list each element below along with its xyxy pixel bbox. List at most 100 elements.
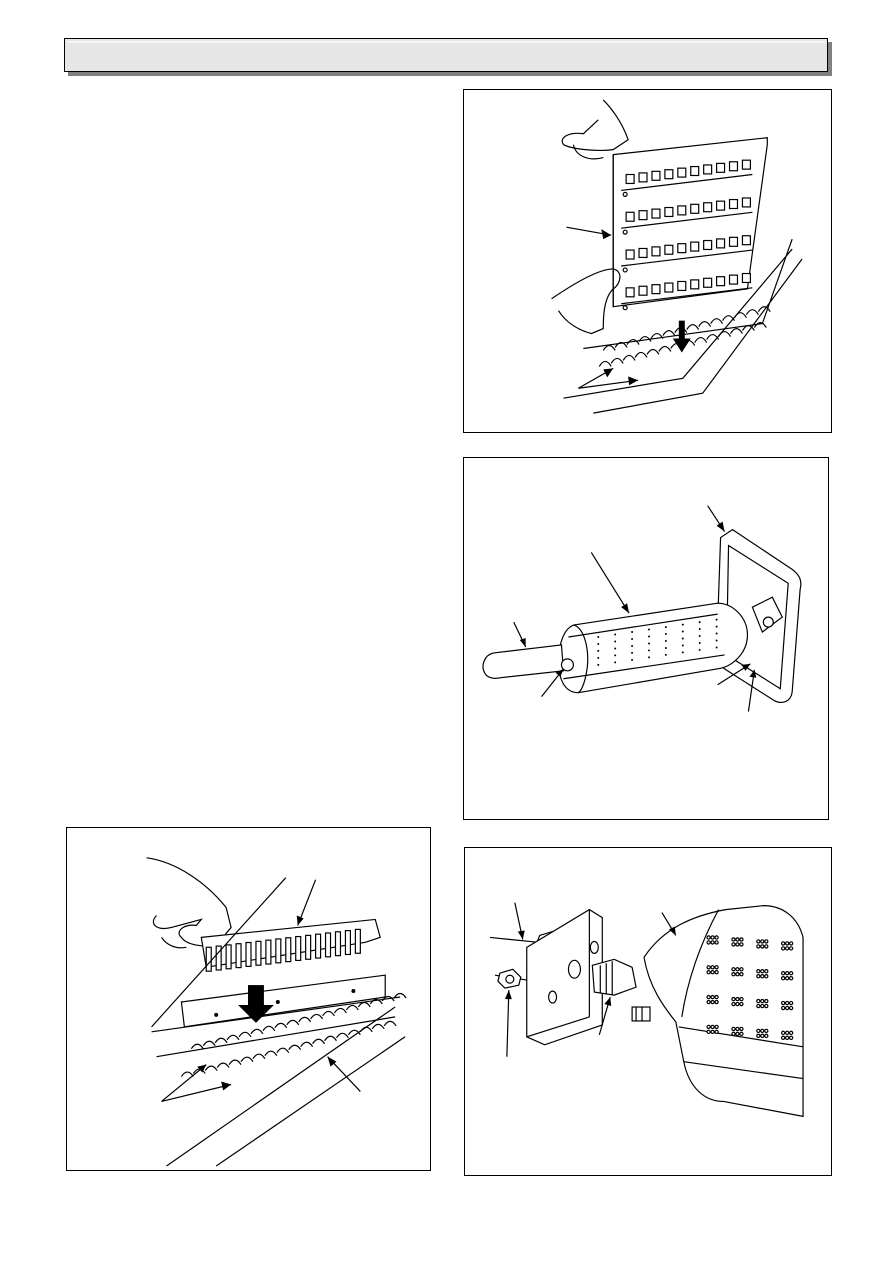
burner-rib [638, 335, 652, 342]
burner-perforation [784, 1035, 790, 1041]
burner-perforation [698, 621, 701, 624]
burner-perforation [739, 1026, 744, 1032]
burner-perforation [597, 656, 600, 659]
burner-perforation [764, 998, 769, 1004]
panel-slot [625, 287, 635, 298]
burner-perforation [760, 1003, 765, 1009]
burner-perforation [784, 941, 790, 946]
burner-perforation [756, 944, 761, 949]
panel-slot [651, 170, 661, 181]
burner-perforation [735, 967, 740, 972]
burner-perforation [664, 633, 667, 636]
panel-slot [741, 272, 751, 284]
burner-rib [369, 998, 383, 1005]
comb-tooth [215, 945, 222, 971]
panel-slot [715, 238, 726, 249]
panel-slot [677, 243, 687, 254]
burner-perforation [731, 972, 736, 977]
burner-rib [718, 331, 732, 337]
panel-hole [622, 229, 628, 235]
burner-perforation [760, 998, 765, 1004]
burner-perforation [731, 1001, 736, 1007]
burner-perforation [764, 974, 769, 979]
burner-perforation [788, 976, 794, 981]
comb-tooth [344, 930, 352, 956]
comb-tooth [285, 937, 292, 963]
burner-rib [662, 330, 676, 336]
burner-rib [745, 309, 759, 316]
burner-perforation [784, 1000, 790, 1006]
burner-perforation [715, 632, 718, 635]
comb-tooth [255, 940, 262, 966]
panel-slot [677, 280, 687, 292]
burner-perforation [698, 635, 701, 638]
burner-rib [381, 995, 395, 1002]
burner-rib [312, 1038, 326, 1045]
comb-insertion-illustration [551, 99, 803, 414]
burner-perforation [710, 994, 715, 1000]
burner-rib [334, 1007, 347, 1014]
burner-perforation [784, 1005, 790, 1011]
burner-perforation [788, 971, 794, 976]
burner-perforation [731, 996, 736, 1002]
burner-rib [204, 1065, 218, 1071]
burner-rib [264, 1050, 278, 1057]
figure-burner-comb-fitting [66, 827, 431, 1171]
burner-perforation [780, 976, 786, 981]
burner-perforation [647, 635, 650, 638]
burner-perforation [714, 994, 719, 1000]
burner-perforation [788, 1030, 794, 1036]
burner-perforation [739, 972, 744, 977]
burner-perforation [647, 649, 650, 652]
panel-slot [741, 235, 751, 246]
burner-perforation [706, 1029, 711, 1035]
panel-slot [651, 284, 661, 295]
comb-tooth [354, 928, 361, 954]
burner-perforation [731, 942, 736, 947]
burner-perforation [760, 1028, 765, 1034]
burner-perforation [739, 1001, 744, 1007]
burner-perforation [681, 644, 684, 647]
burner-rib [250, 1028, 264, 1035]
burner-perforation [735, 1031, 740, 1037]
burner-perforation [664, 646, 667, 649]
burner-perforation [715, 618, 718, 621]
burner-perforation [760, 1033, 765, 1039]
burner-perforation [714, 1029, 719, 1035]
burner-perforation [715, 639, 718, 642]
burner-perforation [784, 976, 790, 981]
panel-slot [703, 277, 713, 288]
burner-rib [757, 306, 771, 313]
burner-perforation [710, 965, 715, 970]
burner-perforation [614, 647, 617, 650]
burner-comb-fitting-illustration [146, 857, 407, 1167]
injector-mounting-illustration [489, 902, 804, 1118]
panel-slot [741, 159, 751, 170]
panel-slot [651, 246, 661, 257]
burner-perforation [756, 1033, 761, 1039]
burner-perforation [760, 969, 765, 974]
panel-slot [703, 164, 713, 175]
burner-perforation [780, 1035, 786, 1041]
burner-rib [733, 312, 747, 318]
burner-perforation [756, 939, 761, 944]
burner-perforation [706, 994, 711, 1000]
burner-perforation [788, 1005, 794, 1011]
burner-perforation [710, 1029, 715, 1035]
panel-rail [621, 249, 753, 267]
burner-perforation [710, 940, 715, 945]
burner-perforation [788, 1000, 794, 1006]
comb-tooth [305, 934, 312, 960]
burner-perforation [739, 967, 744, 972]
burner-rib [383, 1020, 397, 1027]
burner-perforation [664, 639, 667, 642]
burner-rib [602, 344, 616, 351]
panel-slot [664, 282, 674, 293]
panel-slot [690, 203, 700, 214]
panel-slot [625, 211, 635, 222]
burner-perforation [597, 663, 600, 666]
burner-perforation [788, 941, 794, 946]
burner-rib [300, 1041, 314, 1048]
burner-rib [238, 1031, 252, 1038]
comb-tooth [295, 935, 302, 962]
